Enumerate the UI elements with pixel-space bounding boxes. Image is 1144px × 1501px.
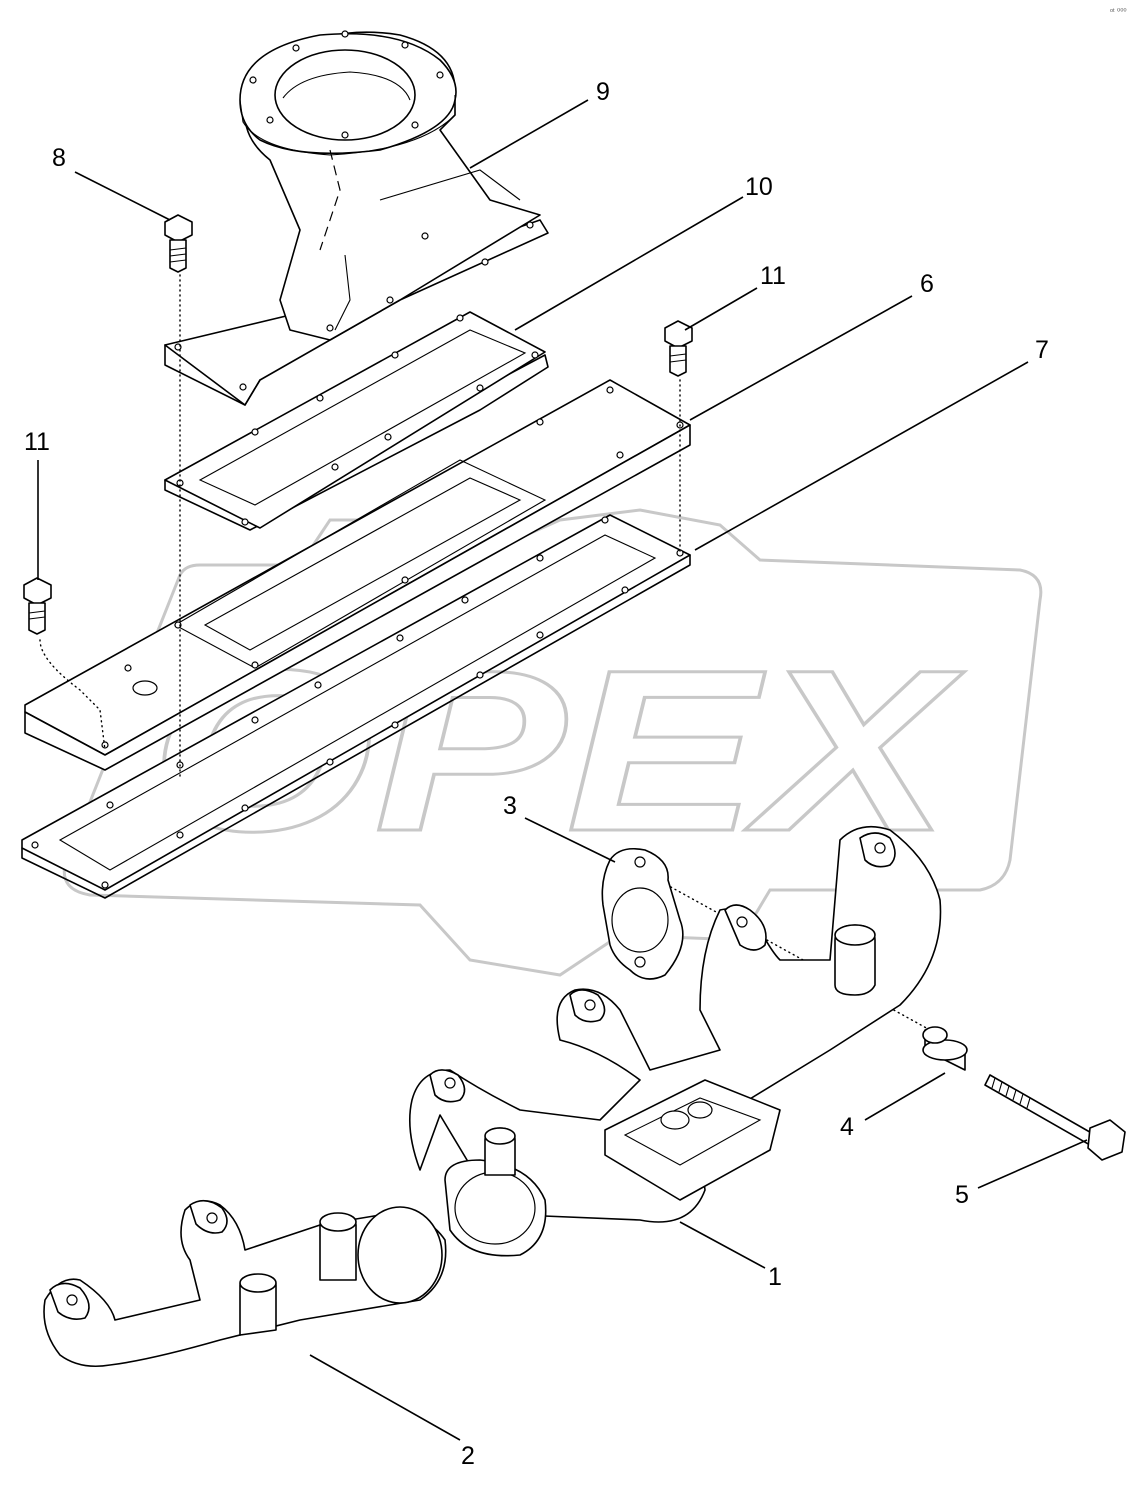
callout-7: 7 (1035, 336, 1049, 364)
callout-5: 5 (955, 1181, 969, 1209)
part-11-bolt-right (664, 320, 693, 377)
callout-11-right: 11 (760, 262, 786, 290)
part-7-gasket (21, 514, 691, 899)
part-3-flange-gasket (601, 847, 684, 980)
callout-6: 6 (920, 270, 934, 298)
part-5-long-bolt (984, 1074, 1126, 1161)
part-4-spacer (922, 1026, 968, 1071)
leader-lines (37, 99, 1088, 1441)
part-11-bolt-left (23, 577, 52, 635)
part-6-cover-plate (24, 379, 691, 771)
part-1-exhaust-manifold (408, 825, 942, 1257)
corner-mark: ᵒᵗ ⁰⁰⁰ (1110, 7, 1127, 16)
callout-3: 3 (503, 792, 517, 820)
part-2-front-manifold (43, 1199, 447, 1368)
callout-4: 4 (840, 1113, 854, 1141)
callout-10: 10 (745, 173, 773, 201)
callout-9: 9 (596, 78, 610, 106)
part-9-outlet-elbow (164, 30, 549, 406)
callout-8: 8 (52, 144, 66, 172)
callouts: 9 10 6 7 8 11 11 3 4 5 1 2 (24, 78, 1049, 1470)
part-10-gasket (164, 311, 549, 531)
callout-2: 2 (461, 1442, 475, 1470)
part-8-bolt (164, 214, 193, 273)
callout-1: 1 (768, 1263, 782, 1291)
callout-11-left: 11 (24, 428, 50, 456)
